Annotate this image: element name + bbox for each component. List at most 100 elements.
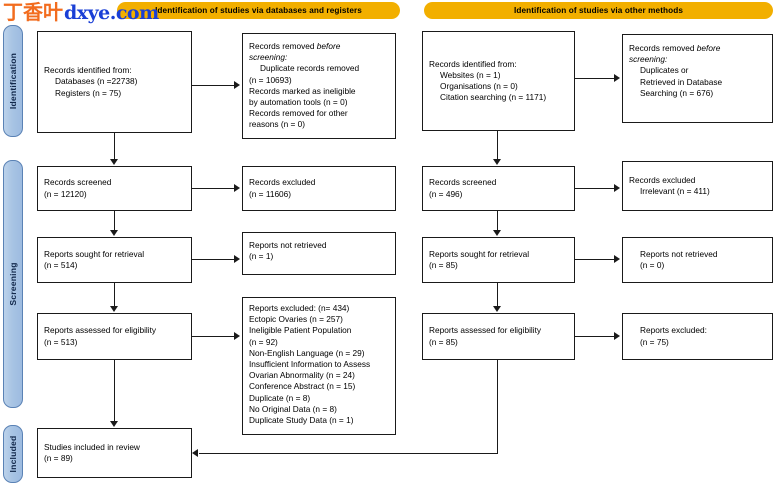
connector-screened-to-excluded-left	[192, 188, 234, 189]
records-removed-line-7: Records removed for other	[249, 108, 348, 119]
box-studies-included-in-review: Studies included in review (n = 89)	[37, 428, 192, 478]
records-removed-line-4: (n = 10693)	[249, 74, 292, 85]
box-reports-assessed-left: Reports assessed for eligibility (n = 51…	[37, 313, 192, 360]
box-records-excluded-left: Records excluded (n = 11606)	[242, 166, 396, 211]
arrowhead-sought-to-notretrieved-right	[614, 255, 620, 263]
box-reports-assessed-right: Reports assessed for eligibility (n = 85…	[422, 313, 575, 360]
reports-not-retrieved-line-2: (n = 1)	[249, 251, 274, 262]
header-label-right: Identification of studies via other meth…	[514, 6, 683, 15]
records-removed-right-line-5: Searching (n = 676)	[640, 87, 714, 98]
records-screened-right-line-2: (n = 496)	[429, 188, 463, 199]
arrowhead-identified-to-removed-right	[614, 74, 620, 82]
reports-assessed-right-line-1: Reports assessed for eligibility	[429, 325, 542, 336]
records-removed-right-line-1: Records removed before	[629, 43, 721, 53]
connector-screened-to-excluded-right	[575, 188, 614, 189]
box-records-excluded-right: Records excluded Irrelevant (n = 411)	[622, 161, 773, 211]
arrowhead-sought-to-notretrieved-left	[234, 255, 240, 263]
reports-excluded-line-6: Insufficient Information to Assess	[249, 359, 371, 370]
arrowhead-sought-to-assessed-right	[493, 306, 501, 312]
records-removed-line-3: Duplicate records removed	[260, 63, 360, 74]
box-reports-sought-left: Reports sought for retrieval (n = 514)	[37, 237, 192, 283]
records-identified-right-line-2: Websites (n = 1)	[440, 69, 501, 80]
stage-rail-included: Included	[3, 425, 23, 483]
arrowhead-assessed-to-excluded-left	[234, 332, 240, 340]
stage-label-included: Included	[8, 435, 18, 473]
box-records-screened-left: Records screened (n = 12120)	[37, 166, 192, 211]
arrowhead-screened-to-sought-left	[110, 230, 118, 236]
records-identified-line-1: Records identified from:	[44, 65, 132, 76]
records-excluded-right-line-1: Records excluded	[629, 174, 696, 185]
connector-right-assessed-to-included-horizontal	[199, 453, 498, 454]
arrowhead-sought-to-assessed-left	[110, 306, 118, 312]
connector-assessed-to-excluded-right	[575, 336, 614, 337]
reports-sought-line-2: (n = 514)	[44, 260, 78, 270]
reports-excluded-line-5: Non-English Language (n = 29)	[249, 347, 365, 358]
arrowhead-assessed-to-included-left	[110, 421, 118, 427]
connector-identified-to-removed-right	[575, 78, 614, 79]
reports-excluded-line-7: Ovarian Abnormality (n = 24)	[249, 370, 355, 381]
box-records-identified-other-methods: Records identified from: Websites (n = 1…	[422, 31, 575, 131]
records-identified-line-2: Databases (n =22738)	[55, 76, 138, 87]
studies-included-line-1: Studies included in review	[44, 441, 140, 452]
connector-right-assessed-to-included-vertical	[497, 360, 498, 453]
box-reports-excluded-right: Reports excluded: (n = 75)	[622, 313, 773, 360]
watermark-chinese-text: 丁香叶	[3, 0, 63, 24]
arrowhead-right-to-studies-included	[192, 449, 198, 457]
header-bar-databases-registers: Identification of studies via databases …	[117, 2, 400, 19]
connector-identified-to-removed-left	[192, 85, 234, 86]
box-reports-not-retrieved-right: Reports not retrieved (n = 0)	[622, 237, 773, 283]
stage-label-screening: Screening	[8, 262, 18, 306]
box-reports-not-retrieved-left: Reports not retrieved (n = 1)	[242, 232, 396, 275]
records-screened-right-line-1: Records screened	[429, 177, 497, 188]
records-removed-line-6: by automation tools (n = 0)	[249, 97, 348, 108]
reports-excluded-line-3: Ineligible Patient Population	[249, 325, 352, 336]
connector-identified-to-screened-left	[114, 133, 115, 159]
reports-excluded-line-9: Duplicate (n = 8)	[249, 392, 311, 403]
reports-sought-right-line-1: Reports sought for retrieval	[429, 248, 530, 259]
reports-not-retrieved-line-1: Reports not retrieved	[249, 240, 327, 250]
records-removed-right-line-4: Retrieved in Database	[640, 76, 723, 87]
records-excluded-line-2: (n = 11606)	[249, 188, 292, 199]
records-identified-right-line-4: Citation searching (n = 1171)	[440, 92, 547, 103]
reports-excluded-line-11: Duplicate Study Data (n = 1)	[249, 415, 354, 426]
connector-sought-to-notretrieved-right	[575, 259, 614, 260]
arrowhead-identified-to-removed-left	[234, 81, 240, 89]
box-records-removed-before-screening-left: Records removed before screening: Duplic…	[242, 33, 396, 139]
records-screened-line-2: (n = 12120)	[44, 188, 87, 199]
reports-excluded-line-1: Reports excluded: (n= 434)	[249, 303, 350, 313]
reports-sought-line-1: Reports sought for retrieval	[44, 248, 145, 259]
connector-screened-to-sought-right	[497, 211, 498, 230]
box-reports-sought-right: Reports sought for retrieval (n = 85)	[422, 237, 575, 283]
connector-assessed-to-included-left	[114, 360, 115, 421]
box-records-removed-before-screening-right: Records removed before screening: Duplic…	[622, 34, 773, 123]
arrowhead-assessed-to-excluded-right	[614, 332, 620, 340]
header-bar-other-methods: Identification of studies via other meth…	[424, 2, 773, 19]
connector-sought-to-assessed-right	[497, 283, 498, 306]
studies-included-line-2: (n = 89)	[44, 453, 73, 463]
box-records-screened-right: Records screened (n = 496)	[422, 166, 575, 211]
reports-not-retrieved-right-line-2: (n = 0)	[640, 260, 665, 270]
records-identified-line-3: Registers (n = 75)	[55, 87, 122, 98]
records-removed-line-2: screening:	[249, 52, 288, 63]
records-identified-right-line-3: Organisations (n = 0)	[440, 81, 518, 91]
records-removed-line-1: Records removed before	[249, 41, 341, 51]
box-records-identified-databases: Records identified from: Databases (n =2…	[37, 31, 192, 133]
records-excluded-line-1: Records excluded	[249, 177, 316, 188]
reports-excluded-line-10: No Original Data (n = 8)	[249, 403, 337, 414]
stage-rail-screening: Screening	[3, 160, 23, 408]
reports-assessed-line-2: (n = 513)	[44, 336, 78, 347]
records-removed-line-8: reasons (n = 0)	[249, 119, 306, 130]
reports-excluded-line-4: (n = 92)	[249, 336, 278, 347]
records-identified-right-line-1: Records identified from:	[429, 58, 517, 69]
arrowhead-identified-to-screened-left	[110, 159, 118, 165]
records-removed-line-5: Records marked as ineligible	[249, 85, 356, 96]
connector-identified-to-screened-right	[497, 131, 498, 159]
records-screened-line-1: Records screened	[44, 177, 112, 188]
reports-excluded-line-2: Ectopic Ovaries (n = 257)	[249, 314, 343, 325]
reports-sought-right-line-2: (n = 85)	[429, 260, 458, 270]
records-removed-right-line-3: Duplicates or	[640, 65, 689, 76]
arrowhead-screened-to-excluded-left	[234, 184, 240, 192]
reports-excluded-line-8: Conference Abstract (n = 15)	[249, 381, 356, 392]
header-label-left: Identification of studies via databases …	[155, 6, 362, 15]
